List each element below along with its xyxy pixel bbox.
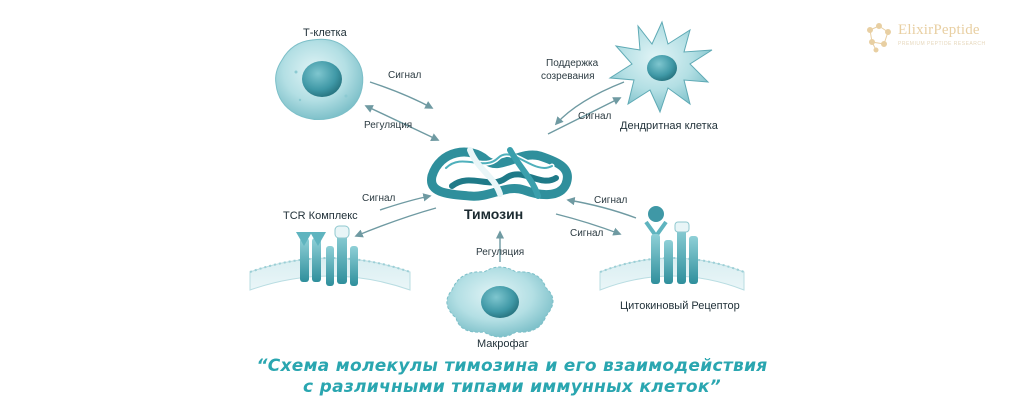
macrophage-illustration	[446, 266, 554, 338]
brand-name: ElixirPeptide	[898, 22, 980, 38]
arrow-dendritic-support	[554, 81, 625, 126]
caption-line-2: с различными типами иммунных клеток”	[303, 377, 721, 397]
arrow-receptor-bottom	[555, 213, 622, 236]
t-cell-illustration	[275, 38, 364, 120]
t-cell-label: Т-клетка	[303, 27, 347, 39]
dendritic-cell-illustration	[608, 20, 713, 114]
dendritic-signal-label: Сигнал	[578, 111, 612, 122]
cytokine-receptor-label: Цитокиновый Рецептор	[620, 300, 740, 312]
dendritic-support-label-line1: Поддержка	[546, 58, 599, 69]
arrows	[354, 81, 637, 262]
elixirpeptide-logo: ElixirPeptide PREMIUM PEPTIDE RESEARCH	[862, 20, 1008, 56]
caption: “Схема молекулы тимозина и его взаимодей…	[0, 356, 1024, 398]
thymosin-label: Тимозин	[464, 206, 524, 222]
tcr-signal-label: Сигнал	[362, 193, 396, 204]
t-cell-regulation-label: Регуляция	[364, 120, 413, 131]
arrow-tcr-return	[354, 207, 437, 238]
macrophage-label: Макрофаг	[477, 338, 529, 350]
cytokine-receptor-illustration	[599, 206, 745, 291]
arrow-dendritic-signal	[547, 97, 622, 135]
arrow-receptor-top	[566, 196, 637, 219]
dendritic-support-label-line2: созревания	[541, 71, 595, 82]
arrow-tcell-signal	[369, 81, 434, 109]
caption-line-1: “Схема молекулы тимозина и его взаимодей…	[256, 356, 768, 376]
tcr-complex-label: TCR Комплекс	[283, 210, 358, 222]
t-cell-signal-label: Сигнал	[388, 70, 422, 81]
brand-tagline: PREMIUM PEPTIDE RESEARCH	[898, 41, 986, 47]
arrow-tcell-regulation	[364, 105, 440, 141]
macrophage-regulation-label: Регуляция	[476, 247, 525, 258]
tcr-complex-illustration	[249, 225, 411, 291]
receptor-signal-bottom-label: Сигнал	[570, 228, 604, 239]
thymosin-molecule	[427, 147, 572, 201]
receptor-signal-top-label: Сигнал	[594, 195, 628, 206]
logo-molecule-icon	[867, 23, 891, 53]
arrow-tcr-signal	[379, 193, 432, 211]
dendritic-cell-label: Дендритная клетка	[620, 120, 718, 132]
